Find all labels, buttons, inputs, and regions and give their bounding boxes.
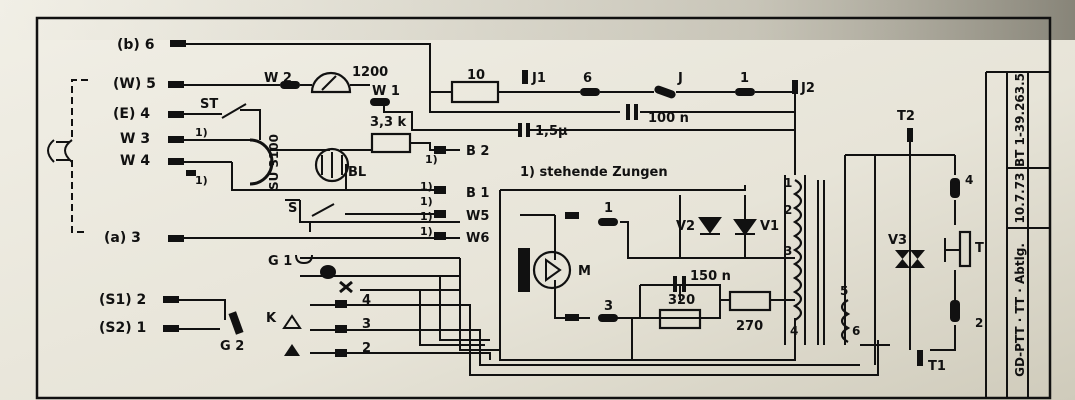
label-r10: 10 [467, 68, 485, 83]
terminal-w5: (W) 5 [113, 76, 156, 92]
ref-w3: 1) [195, 126, 208, 139]
switch-st [221, 103, 247, 119]
doc-date: 10.7.73 [1013, 173, 1027, 224]
k-triangle-2 [284, 344, 300, 356]
label-b1: B 1 [466, 186, 489, 201]
terminal-b6: (b) 6 [117, 37, 154, 53]
label-w5b: W5 [466, 209, 489, 224]
label-r270: 270 [736, 319, 763, 334]
label-r6: 6 [583, 71, 592, 86]
label-k4: 4 [362, 293, 371, 308]
label-v3: V3 [888, 233, 907, 248]
cap-150n [673, 276, 686, 292]
cap-100n [626, 104, 638, 120]
label-k2: 2 [362, 341, 371, 356]
terminal-blocks [163, 40, 196, 332]
k-x-symbol [339, 280, 353, 294]
label-r-m3: 3 [604, 299, 613, 314]
label-tr4: 4 [790, 324, 798, 338]
label-g1: G 1 [268, 254, 292, 269]
label-w2: W 2 [264, 71, 292, 86]
label-tr1: 1 [784, 176, 792, 190]
label-st: ST [200, 97, 218, 112]
label-s: S [288, 201, 297, 216]
transformer-coil-left [792, 179, 803, 321]
diode-v2-icon [698, 217, 722, 235]
switch-g1 [295, 254, 313, 265]
switch-s [311, 203, 335, 217]
label-b2: B 2 [466, 144, 489, 159]
footnote: 1) stehende Zungen [520, 165, 668, 180]
ref-w4: 1) [195, 174, 208, 187]
label-j2: J2 [800, 81, 815, 96]
label-tr3: 3 [784, 244, 792, 258]
su3100-icon [249, 138, 274, 186]
label-j: J [677, 71, 683, 86]
terminal-w4: W 4 [120, 153, 150, 169]
label-v1: V1 [760, 219, 779, 234]
diode-v1-icon [733, 219, 757, 236]
wiring [179, 43, 956, 376]
label-r1: 1 [740, 71, 749, 86]
terminal-w3: W 3 [120, 131, 150, 147]
label-v2: V2 [676, 219, 695, 234]
label-tr5: 5 [840, 284, 848, 298]
transformer-coil-right [840, 299, 851, 343]
label-motor: M [578, 264, 591, 279]
ref-b1: 1) [420, 180, 433, 193]
label-g2: G 2 [220, 339, 244, 354]
motor-icon [518, 248, 530, 292]
terminal-e4: (E) 4 [113, 106, 150, 122]
ref-b2: 1) [425, 153, 438, 166]
resistor-270 [728, 290, 772, 312]
ref-w6: 1) [420, 225, 433, 238]
doc-number: BT 1-39.263.5 [1013, 73, 1027, 167]
label-bl: BL [348, 165, 366, 180]
terminal-s1: (S1) 2 [99, 292, 146, 308]
handset-icon [47, 139, 73, 163]
triac-v3-icon [895, 250, 925, 268]
label-t2: T2 [897, 109, 915, 124]
ref-w5: 1) [420, 210, 433, 223]
label-r-m1: 1 [604, 201, 613, 216]
label-t4: 4 [965, 173, 973, 187]
label-k3: 3 [362, 317, 371, 332]
diagram-frame [35, 16, 1052, 400]
label-su3100: SU 3100 [267, 134, 281, 190]
label-w6: W6 [466, 231, 489, 246]
components [221, 70, 972, 366]
meter-icon [310, 71, 352, 94]
doc-maker: GD-PTT · TT · Abtlg. [1013, 243, 1027, 377]
k-triangle-1 [282, 314, 302, 329]
label-t1: T1 [928, 359, 946, 374]
label-r320: 320 [668, 293, 695, 308]
label-t: T [975, 241, 984, 256]
label-k: K [266, 311, 277, 326]
label-r3k3: 3,3 k [370, 115, 407, 130]
label-t2b: 2 [975, 316, 983, 330]
label-cap-150n: 150 n [690, 269, 731, 284]
label-tr6: 6 [852, 324, 860, 338]
resistor-10 [450, 80, 500, 104]
label-j1: J1 [531, 71, 546, 86]
cap-1-5u [518, 123, 530, 137]
label-w1: W 1 [372, 84, 400, 99]
label-cap-100n: 100 n [648, 111, 689, 126]
label-tr2: 2 [784, 203, 792, 217]
terminal-s2: (S2) 1 [99, 320, 146, 336]
lamp-bl-icon [314, 147, 350, 183]
top-shadow [0, 0, 1075, 40]
switch-g2 [228, 311, 244, 335]
resistor-320 [658, 308, 702, 330]
label-cap-1-5u: 1,5μ [535, 124, 568, 139]
handset-dashed-line [71, 79, 88, 233]
terminal-a3: (a) 3 [104, 230, 141, 246]
label-meter-1200: 1200 [352, 65, 388, 80]
ref-s1: 1) [420, 195, 433, 208]
resistor-3k3 [370, 132, 412, 154]
